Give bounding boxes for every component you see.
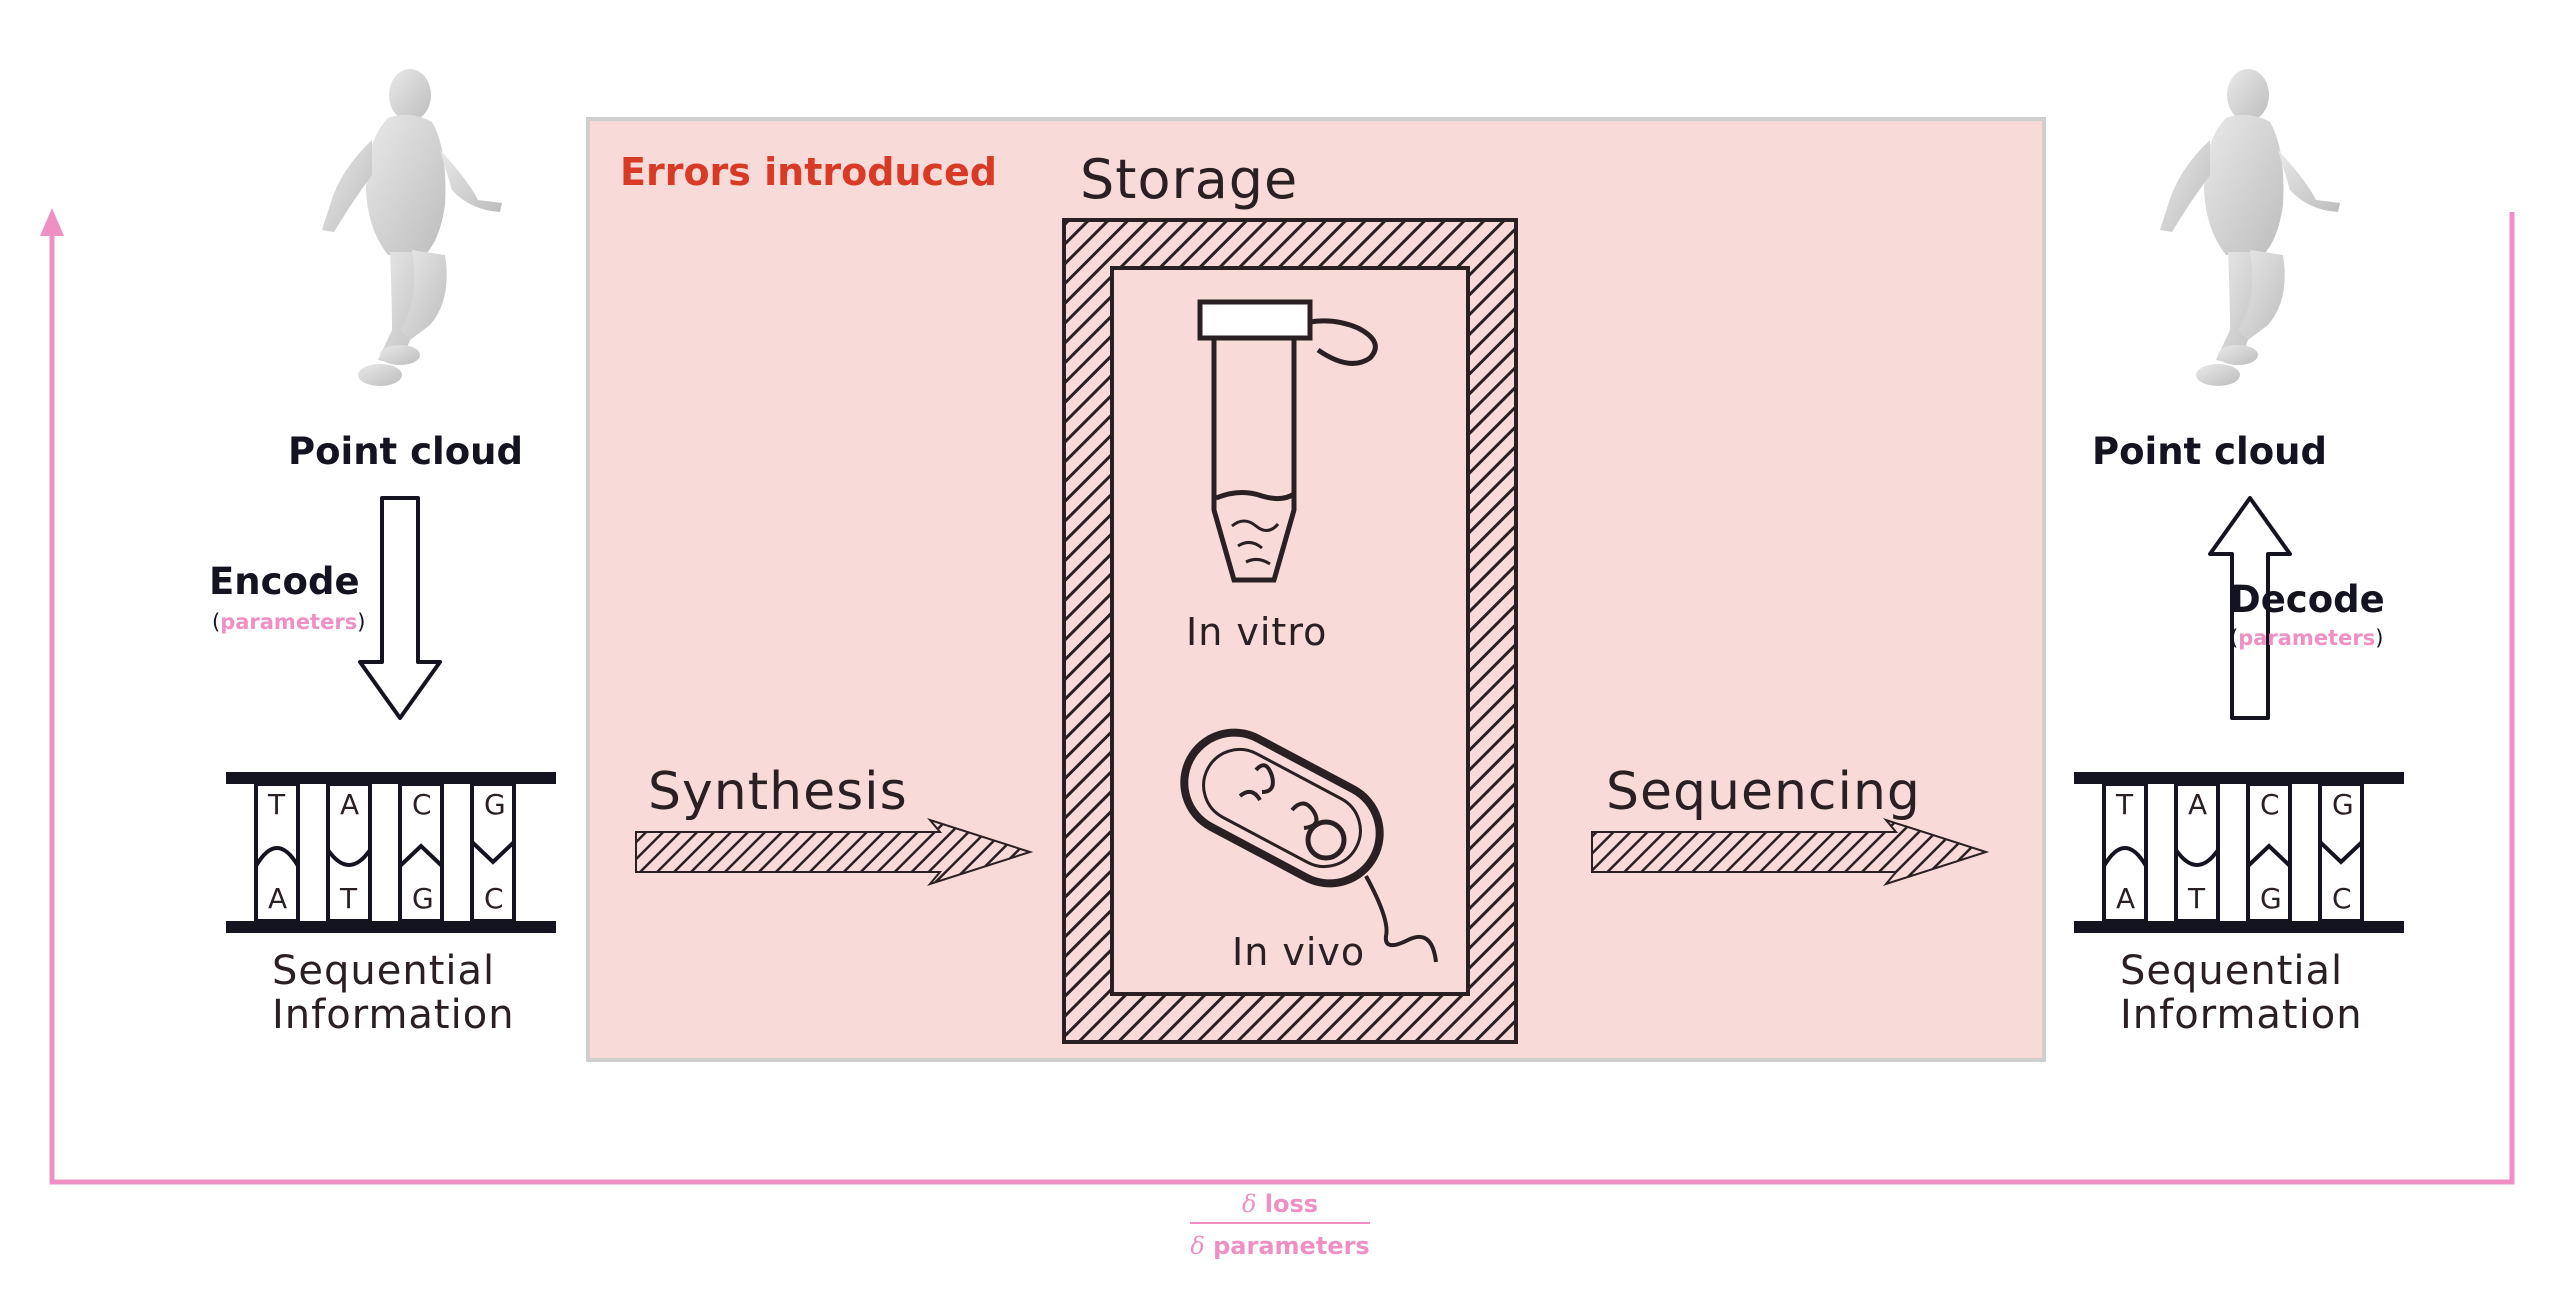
dna-base: C	[484, 882, 505, 915]
encode-arrow-icon	[358, 496, 442, 720]
dna-base: A	[340, 788, 361, 821]
sequencing-label: Sequencing	[1606, 762, 1921, 822]
sequential-info-line1-right: Sequential	[2120, 948, 2344, 994]
test-tube-icon	[1197, 299, 1378, 583]
dna-base: C	[2332, 882, 2353, 915]
dna-base: C	[412, 788, 433, 821]
encode-label: Encode	[209, 560, 360, 603]
dna-base: G	[2260, 882, 2283, 915]
dna-ladder-left	[226, 772, 556, 933]
gradient-numerator: δ loss	[1190, 1190, 1370, 1222]
encode-params: (parameters)	[212, 610, 366, 634]
gradient-denominator-text: parameters	[1213, 1232, 1370, 1260]
dna-base: A	[268, 882, 289, 915]
encode-params-text: parameters	[220, 610, 358, 634]
sequential-info-line2-left: Information	[272, 992, 515, 1038]
dna-base: T	[2188, 882, 2207, 915]
decode-label: Decode	[2230, 578, 2385, 621]
dna-base: G	[412, 882, 435, 915]
dna-base: T	[2116, 788, 2135, 821]
dna-base: T	[340, 882, 359, 915]
decode-arrow-icon	[2208, 496, 2292, 720]
dna-base: G	[2332, 788, 2355, 821]
synthesis-label: Synthesis	[648, 762, 908, 822]
synthesis-arrow-icon	[635, 818, 1034, 886]
human-figure-right	[2160, 69, 2340, 386]
storage-title: Storage	[1080, 148, 1299, 211]
in-vitro-label: In vitro	[1186, 610, 1328, 654]
human-figure-left	[322, 69, 502, 386]
in-vivo-label: In vivo	[1232, 930, 1366, 974]
dna-base: A	[2188, 788, 2209, 821]
gradient-numerator-text: loss	[1264, 1190, 1319, 1218]
dna-base: A	[2116, 882, 2137, 915]
gradient-fraction: δ loss δ parameters	[1190, 1190, 1370, 1260]
fraction-bar	[1190, 1222, 1370, 1224]
gradient-denominator: δ parameters	[1190, 1232, 1370, 1260]
delta-symbol: δ	[1190, 1232, 1205, 1260]
dna-ladder-right	[2074, 772, 2404, 933]
decode-params: (parameters)	[2230, 626, 2384, 650]
dna-base: C	[2260, 788, 2281, 821]
dna-base: T	[268, 788, 287, 821]
decode-params-text: parameters	[2238, 626, 2376, 650]
sequential-info-line1-left: Sequential	[272, 948, 496, 994]
sequencing-arrow-icon	[1591, 818, 1990, 886]
point-cloud-label-left: Point cloud	[288, 430, 523, 473]
bacterium-icon	[1180, 728, 1438, 963]
sequential-info-line2-right: Information	[2120, 992, 2363, 1038]
errors-introduced-label: Errors introduced	[620, 150, 997, 194]
dna-base: G	[484, 788, 507, 821]
delta-symbol: δ	[1241, 1190, 1257, 1218]
point-cloud-label-right: Point cloud	[2092, 430, 2327, 473]
